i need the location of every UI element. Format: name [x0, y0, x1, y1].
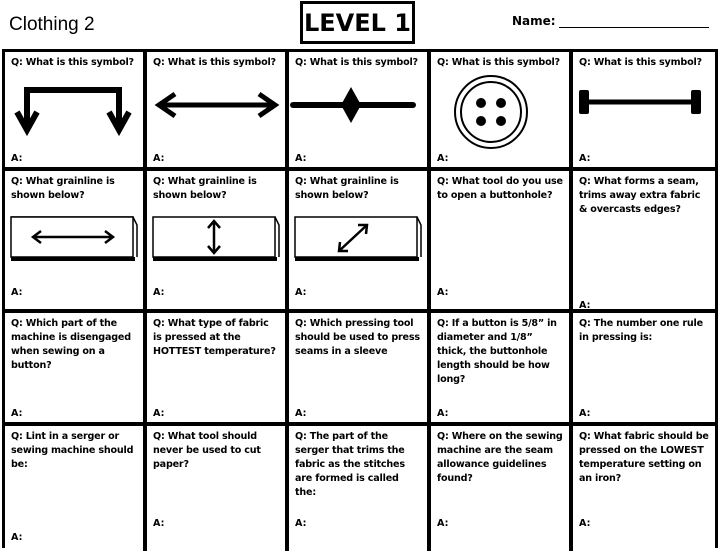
- question-card-10: Q: What forms a seam, trims away extra f…: [573, 171, 715, 313]
- question-card-13: Q: Which pressing tool should be used to…: [289, 313, 431, 426]
- answer-label: A:: [579, 153, 591, 164]
- name-label: Name:: [512, 14, 556, 28]
- question-text: Q: Where on the sewing machine are the s…: [437, 431, 563, 484]
- answer-label: A:: [579, 408, 591, 419]
- button-symbol-icon: [431, 74, 569, 154]
- question-text: Q: What tool do you use to open a button…: [437, 176, 563, 201]
- answer-label: A:: [11, 408, 23, 419]
- answer-label: A:: [295, 287, 307, 298]
- answer-label: A:: [295, 408, 307, 419]
- lengthwise-grain-fabric-icon: [147, 215, 285, 265]
- question-card-19: Q: Where on the sewing machine are the s…: [431, 426, 573, 551]
- question-card-5: Q: What is this symbol? A:: [573, 52, 715, 171]
- grainline-arrow-icon: [147, 90, 285, 120]
- level-badge: LEVEL 1: [300, 1, 415, 44]
- answer-label: A:: [295, 518, 307, 529]
- question-text: Q: What is this symbol?: [295, 57, 418, 68]
- question-card-8: Q: What grainline is shown below? A:: [289, 171, 431, 313]
- question-card-4: Q: What is this symbol? A:: [431, 52, 573, 171]
- question-card-1: Q: What is this symbol? A:: [5, 52, 147, 171]
- question-card-17: Q: What tool should never be used to cut…: [147, 426, 289, 551]
- question-card-11: Q: Which part of the machine is disengag…: [5, 313, 147, 426]
- worksheet-title: Clothing 2: [9, 14, 95, 35]
- name-blank-line[interactable]: [558, 15, 709, 28]
- bias-grain-fabric-icon: [289, 215, 427, 265]
- question-text: Q: What forms a seam, trims away extra f…: [579, 176, 701, 215]
- answer-label: A:: [579, 300, 591, 311]
- question-card-12: Q: What type of fabric is pressed at the…: [147, 313, 289, 426]
- question-text: Q: What is this symbol?: [437, 57, 560, 68]
- answer-label: A:: [437, 408, 449, 419]
- answer-label: A:: [11, 287, 23, 298]
- question-card-16: Q: Lint in a serger or sewing machine sh…: [5, 426, 147, 551]
- answer-label: A:: [153, 408, 165, 419]
- answer-label: A:: [437, 518, 449, 529]
- question-text: Q: If a button is 5/8” in diameter and 1…: [437, 318, 557, 385]
- answer-label: A:: [153, 518, 165, 529]
- answer-label: A:: [579, 518, 591, 529]
- answer-label: A:: [437, 153, 449, 164]
- notch-diamond-icon: [289, 85, 427, 125]
- name-field[interactable]: Name:: [512, 14, 709, 28]
- question-text: Q: What fabric should be pressed on the …: [579, 431, 709, 484]
- question-card-9: Q: What tool do you use to open a button…: [431, 171, 573, 313]
- question-text: Q: What is this symbol?: [153, 57, 276, 68]
- question-text: Q: What grainline is shown below?: [11, 176, 115, 201]
- question-card-2: Q: What is this symbol? A:: [147, 52, 289, 171]
- question-text: Q: Which part of the machine is disengag…: [11, 318, 131, 371]
- answer-label: A:: [437, 287, 449, 298]
- crosswise-grain-fabric-icon: [5, 215, 143, 265]
- question-text: Q: The part of the serger that trims the…: [295, 431, 405, 498]
- question-text: Q: What type of fabric is pressed at the…: [153, 318, 276, 357]
- question-card-6: Q: What grainline is shown below? A:: [5, 171, 147, 313]
- question-text: Q: Which pressing tool should be used to…: [295, 318, 420, 357]
- answer-label: A:: [153, 153, 165, 164]
- question-text: Q: What is this symbol?: [11, 57, 134, 68]
- place-on-fold-icon: [5, 82, 143, 137]
- question-card-14: Q: If a button is 5/8” in diameter and 1…: [431, 313, 573, 426]
- buttonhole-symbol-icon: [573, 88, 715, 118]
- question-grid: Q: What is this symbol? A: Q: What is th…: [2, 49, 718, 551]
- question-text: Q: What tool should never be used to cut…: [153, 431, 261, 470]
- question-text: Q: What grainline is shown below?: [295, 176, 399, 201]
- question-text: Q: What is this symbol?: [579, 57, 702, 68]
- question-card-15: Q: The number one rule in pressing is: A…: [573, 313, 715, 426]
- question-card-20: Q: What fabric should be pressed on the …: [573, 426, 715, 551]
- answer-label: A:: [11, 532, 23, 543]
- question-card-7: Q: What grainline is shown below? A:: [147, 171, 289, 313]
- question-card-3: Q: What is this symbol? A:: [289, 52, 431, 171]
- question-text: Q: Lint in a serger or sewing machine sh…: [11, 431, 134, 470]
- question-card-18: Q: The part of the serger that trims the…: [289, 426, 431, 551]
- answer-label: A:: [295, 153, 307, 164]
- question-text: Q: What grainline is shown below?: [153, 176, 257, 201]
- answer-label: A:: [153, 287, 165, 298]
- answer-label: A:: [11, 153, 23, 164]
- question-text: Q: The number one rule in pressing is:: [579, 318, 703, 343]
